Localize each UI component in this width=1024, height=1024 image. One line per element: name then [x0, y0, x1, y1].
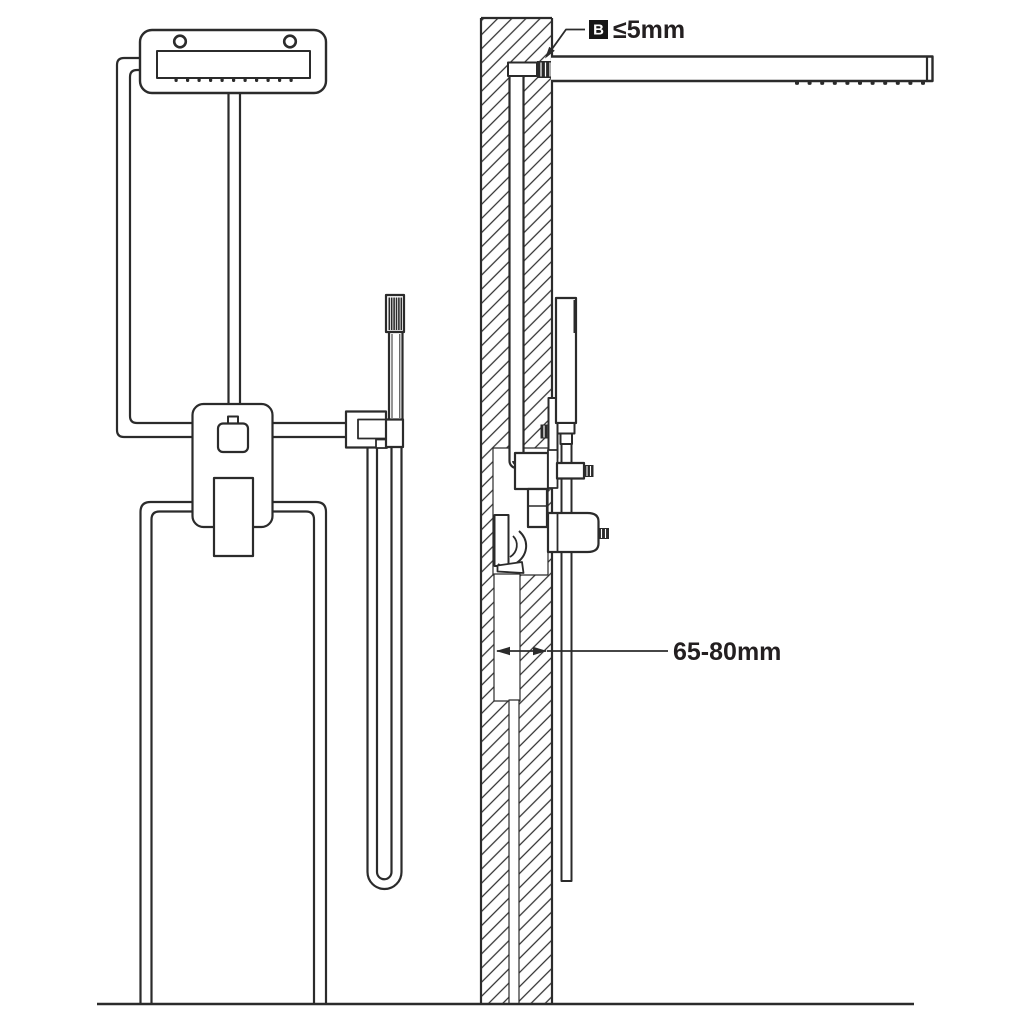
valve-body-upper [513, 451, 550, 491]
hose-outlet [555, 461, 586, 480]
shower-head-pipe [227, 92, 242, 406]
dimension-recess-depth: 65-80mm [496, 638, 781, 666]
mixer-lever-front [212, 476, 255, 558]
knob-stem-thread [598, 528, 609, 539]
valve-foot [496, 561, 525, 574]
front-view [115, 28, 406, 1004]
hose-outlet-thread [584, 465, 594, 477]
clearance-value-text: ≤5mm [613, 16, 685, 44]
mixer-valve-front [191, 402, 274, 558]
spray-face-edge [573, 300, 577, 333]
label-b-box [589, 20, 608, 39]
temperature-knob-front [216, 422, 250, 454]
leader-arrowhead [545, 46, 555, 59]
hand-shower-hose-side [560, 444, 573, 882]
annotation-clearance: B ≤5mm [545, 16, 685, 59]
chase-slot-lower [508, 699, 520, 1005]
valve-back-plate [493, 514, 510, 567]
valve-body-mid [526, 487, 549, 529]
temperature-knob-side [546, 511, 600, 554]
mounting-screw-right [282, 34, 298, 49]
dim-arrowhead-right [533, 646, 547, 656]
riser-column-outline [139, 500, 328, 1004]
recess-depth-text: 65-80mm [673, 638, 781, 666]
concealed-valve-side [493, 449, 609, 574]
hand-shower-spray-face [388, 297, 403, 330]
hand-shower-side [547, 296, 578, 459]
overhead-shower-side [551, 55, 934, 85]
arm-wall-connector [537, 61, 552, 78]
hand-shower-hose-front [366, 447, 403, 891]
hand-shower-front [384, 293, 406, 449]
spray-nozzles-front [174, 77, 293, 82]
hand-shower-holder-front [344, 410, 388, 449]
chase-slot-upper [493, 573, 521, 702]
spray-nozzles-side [795, 80, 925, 85]
outlet-pipe-right [271, 421, 348, 439]
supply-pipe-left [115, 56, 194, 439]
mounting-screw-left [172, 34, 188, 49]
label-b-text: B [593, 22, 604, 39]
overhead-shower-front [138, 28, 328, 95]
side-view: B ≤5mm 65-80mm [479, 16, 934, 1005]
dim-arrowhead-left [496, 646, 510, 656]
artwork-root: B ≤5mm 65-80mm [97, 16, 934, 1006]
